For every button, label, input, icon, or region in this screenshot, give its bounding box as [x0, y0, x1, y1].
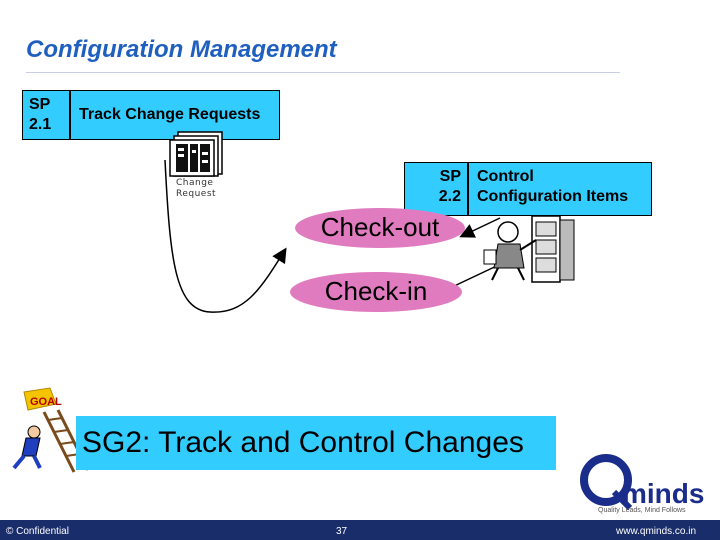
logo-brand: minds [622, 478, 705, 509]
checkout-arrow [459, 217, 501, 238]
sp22-id-box: SP 2.2 [404, 162, 468, 216]
goal-ladder-icon: GOAL [12, 387, 90, 473]
title-divider [26, 72, 620, 73]
sp22-label-box: Control Configuration Items [468, 162, 652, 216]
page-title: Configuration Management [26, 36, 337, 63]
qminds-logo-icon [580, 454, 633, 511]
goal-sign-text: GOAL [30, 396, 62, 408]
change-request-label: Change Request [176, 178, 217, 199]
footer-confidential: © Confidential [6, 526, 69, 537]
footer-page-number: 37 [336, 526, 348, 537]
change-request-document-icon [169, 131, 223, 177]
logo-tagline: Quality Leads, Mind Follows [598, 507, 686, 514]
sp21-label-box: Track Change Requests [70, 90, 280, 140]
person-at-file-cabinet-icon [483, 215, 575, 283]
sp21-id-box: SP 2.1 [22, 90, 70, 140]
goal-banner: SG2: Track and Control Changes [76, 416, 556, 470]
footer-bar [0, 520, 720, 540]
checkin-ellipse: Check-in [290, 272, 462, 312]
curved-flow-arrow [164, 159, 287, 313]
footer-website: www.qminds.co.in [616, 526, 697, 537]
checkout-ellipse: Check-out [295, 208, 465, 248]
